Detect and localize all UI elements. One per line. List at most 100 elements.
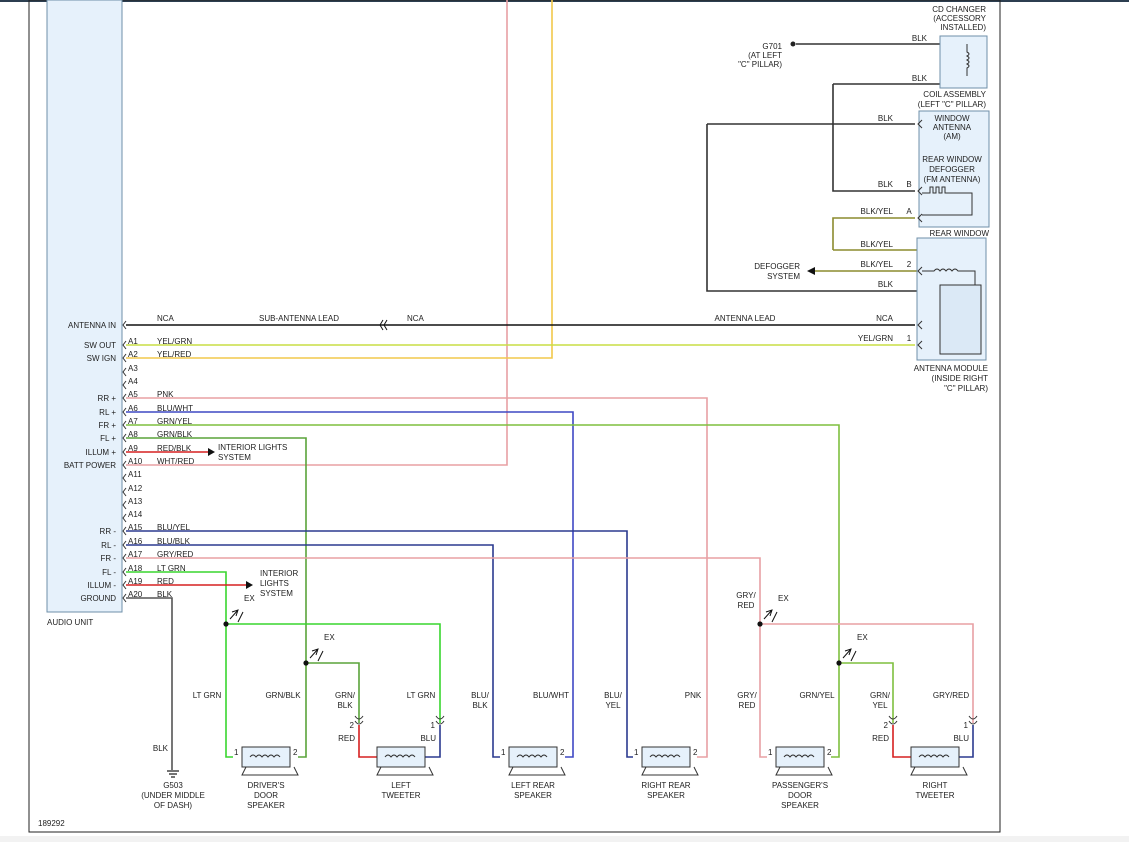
blk-yel-label-link: BLK/YEL xyxy=(861,240,894,249)
speaker-pin-2: 2 xyxy=(293,748,298,757)
speaker-name: TWEETER xyxy=(381,791,420,800)
defogger-grid-symbol xyxy=(922,186,973,216)
wires xyxy=(126,0,974,770)
interior-lights-label-2: SYSTEM xyxy=(218,453,251,462)
box-connector xyxy=(917,186,923,196)
wire-color-label: YEL/RED xyxy=(157,350,191,359)
ex-symbol xyxy=(309,648,324,662)
coil-symbol xyxy=(965,44,970,76)
lt-pin-1: 1 xyxy=(431,721,436,730)
pin-number: A19 xyxy=(128,577,143,586)
box-connector xyxy=(917,213,923,223)
defogger-system-label-2: SYSTEM xyxy=(767,272,800,281)
pin-number: A16 xyxy=(128,537,143,546)
defogger-label-1: REAR WINDOW xyxy=(922,155,982,164)
box-connector xyxy=(917,320,923,330)
speaker-cone xyxy=(376,766,434,776)
diagram-frame xyxy=(28,0,1001,833)
nca-label-3: NCA xyxy=(876,314,894,323)
interior-lights-label-1: INTERIOR LIGHTS xyxy=(218,443,287,452)
rr-plus-wire xyxy=(126,397,708,758)
speaker-wire-label-1: GRN/ xyxy=(870,691,891,700)
module-blk-wire xyxy=(706,124,917,292)
coil-assembly-label-1: COIL ASSEMBLY xyxy=(923,90,986,99)
speaker-pin-2: 2 xyxy=(827,748,832,757)
pin-label: ANTENNA IN xyxy=(68,321,116,330)
speaker-coil xyxy=(649,754,681,758)
defogger-label-3: (FM ANTENNA) xyxy=(924,175,981,184)
speaker-cone xyxy=(241,766,299,776)
speaker-wire-label-1: RED xyxy=(739,701,756,710)
speaker-body xyxy=(641,746,691,768)
coil-assembly-label-2: (LEFT "C" PILLAR) xyxy=(918,100,987,109)
pin-number: A5 xyxy=(128,390,138,399)
pin-connector xyxy=(122,460,127,470)
interior-lights-2-label-1: INTERIOR xyxy=(260,569,298,578)
right-tweeter-blu xyxy=(958,725,974,758)
pin-connector xyxy=(122,433,127,443)
ex-label: EX xyxy=(857,633,868,642)
tweeter-blu-label: BLU xyxy=(953,734,969,743)
ex-label: EX xyxy=(778,594,789,603)
speaker-name: LEFT REAR xyxy=(511,781,555,790)
speaker-body xyxy=(241,746,291,768)
speaker-name: SPEAKER xyxy=(647,791,685,800)
grn-yel-branch xyxy=(839,662,894,723)
speaker-cone xyxy=(775,766,833,776)
speaker-body xyxy=(508,746,558,768)
fl-minus-wire xyxy=(126,571,233,758)
pin-label: RR - xyxy=(100,527,117,536)
rear-window-box xyxy=(918,110,990,228)
pin-label: SW OUT xyxy=(84,341,116,350)
speaker-name: SPEAKER xyxy=(781,801,819,810)
rt-pin-2: 2 xyxy=(884,721,889,730)
yel-grn-right-label: YEL/GRN xyxy=(858,334,893,343)
pin-connector xyxy=(122,447,127,457)
interior-lights-2-label-3: SYSTEM xyxy=(260,589,293,598)
tweeter-connector xyxy=(435,715,445,725)
antenna-module-pin-2: 2 xyxy=(907,260,912,269)
wire-color-label: WHT/RED xyxy=(157,457,195,466)
speaker-pin-1: 1 xyxy=(768,748,773,757)
window-antenna-label-2: ANTENNA xyxy=(933,123,972,132)
speaker-wire-label-1: GRY/ xyxy=(737,691,757,700)
speaker-pin-1: 1 xyxy=(634,748,639,757)
pin-number: A8 xyxy=(128,430,138,439)
pin-number: A7 xyxy=(128,417,138,426)
pin-b-label: B xyxy=(906,180,911,189)
defogger-arrow xyxy=(807,267,815,275)
pin-label: GROUND xyxy=(80,594,116,603)
pin-label: RL + xyxy=(99,408,116,417)
blk-label-module: BLK xyxy=(878,280,894,289)
speaker-wire-label-2: LT GRN xyxy=(407,691,436,700)
wire-color-label: GRY/RED xyxy=(157,550,194,559)
pin-label: RL - xyxy=(101,541,116,550)
g701-label-1: G701 xyxy=(762,42,782,51)
speaker-coil xyxy=(516,754,548,758)
pin-number: A13 xyxy=(128,497,143,506)
antenna-module-coil xyxy=(922,268,976,285)
ex-label: EX xyxy=(324,633,335,642)
speaker-wire-label-2: PNK xyxy=(685,691,702,700)
speaker-name: RIGHT REAR xyxy=(641,781,690,790)
ground-wire xyxy=(126,597,173,770)
ex-label: EX xyxy=(244,594,255,603)
blk-label-g701: BLK xyxy=(912,34,928,43)
wire-color-label: YEL/GRN xyxy=(157,337,192,346)
g503-label-2: (UNDER MIDDLE xyxy=(141,791,205,800)
pin-number: A20 xyxy=(128,590,143,599)
pin-label: RR + xyxy=(98,394,117,403)
speaker-wire-label-2: GRY/RED xyxy=(933,691,970,700)
pin-connector xyxy=(122,553,127,563)
tweeter-red-label: RED xyxy=(872,734,889,743)
speaker-wire-label-1: YEL xyxy=(872,701,888,710)
pin-number: A9 xyxy=(128,444,138,453)
speaker-coil xyxy=(918,754,950,758)
wire-color-label: BLK xyxy=(157,590,173,599)
wire-color-label: BLU/BLK xyxy=(157,537,191,546)
cd-changer-label-3: INSTALLED) xyxy=(940,23,986,32)
pin-number: A1 xyxy=(128,337,138,346)
gry-red-branch xyxy=(760,623,974,723)
pin-label: FR + xyxy=(98,421,116,430)
